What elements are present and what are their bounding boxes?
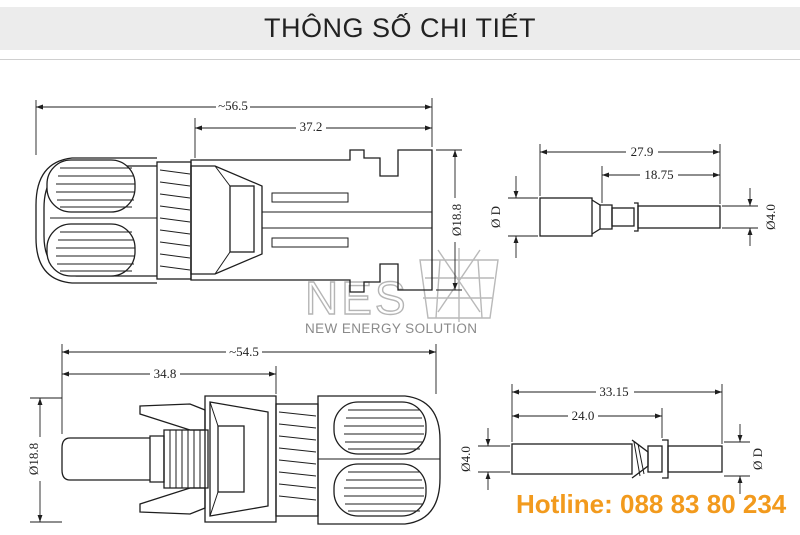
top-connector-body-length: 37.2 bbox=[300, 119, 323, 134]
top-pin-body-diameter: Ø D bbox=[488, 206, 503, 228]
watermark-tagline: NEW ENERGY SOLUTION bbox=[305, 321, 477, 336]
top-pin-drawing bbox=[539, 197, 721, 237]
top-pin-diameter: Ø4.0 bbox=[763, 204, 778, 230]
header-divider bbox=[0, 59, 800, 60]
bottom-connector-drawing bbox=[61, 395, 441, 525]
top-pin-overall-length: 27.9 bbox=[631, 144, 654, 159]
bottom-pin-socket-length: 24.0 bbox=[572, 408, 595, 423]
nes-watermark: NES NEW ENERGY SOLUTION bbox=[304, 248, 499, 336]
bottom-connector-body-length: 34.8 bbox=[154, 366, 177, 381]
bottom-connector-overall-length: ~54.5 bbox=[229, 344, 259, 359]
bottom-pin-dimensions: 33.15 24.0 Ø4.0 Ø D bbox=[458, 384, 765, 494]
top-connector-dimensions: ~56.5 37.2 Ø18.8 bbox=[35, 97, 464, 291]
top-pin-dimensions: 27.9 18.75 Ø D Ø4.0 bbox=[488, 144, 778, 258]
top-pin-tip-length: 18.75 bbox=[644, 167, 673, 182]
bottom-connector-dimensions: ~54.5 34.8 Ø18.8 bbox=[26, 343, 437, 523]
page-title: THÔNG SỐ CHI TIẾT bbox=[263, 13, 536, 43]
bottom-pin-diameter: Ø4.0 bbox=[458, 446, 473, 472]
header-bar: THÔNG SỐ CHI TIẾT bbox=[0, 7, 800, 50]
top-connector-overall-length: ~56.5 bbox=[218, 98, 248, 113]
hotline-text: Hotline: 088 83 80 234 bbox=[516, 489, 787, 519]
sun-panel-logo-icon bbox=[419, 248, 499, 322]
bottom-pin-drawing bbox=[511, 439, 723, 479]
bottom-pin-body-diameter: Ø D bbox=[750, 448, 765, 470]
bottom-connector-diameter: Ø18.8 bbox=[26, 443, 41, 475]
top-connector-diameter: Ø18.8 bbox=[449, 204, 464, 236]
top-connector-drawing bbox=[35, 149, 433, 293]
bottom-pin-overall-length: 33.15 bbox=[599, 384, 628, 399]
